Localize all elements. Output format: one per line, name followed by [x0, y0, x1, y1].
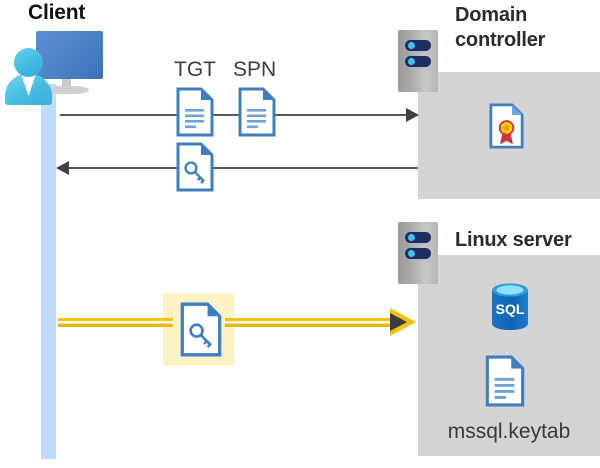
spn-label: SPN	[233, 58, 277, 81]
monitor-base-icon	[47, 86, 89, 94]
rack-led-bottom	[408, 250, 415, 257]
rack-led-top	[408, 42, 415, 49]
client-lifeline	[41, 84, 56, 459]
monitor-stand-icon	[62, 79, 71, 89]
user-head-icon	[14, 48, 43, 77]
document-key-icon	[176, 142, 214, 192]
tgt-label: TGT	[174, 58, 216, 81]
rack-led-top	[408, 234, 415, 241]
rack-led-bottom	[408, 58, 415, 65]
rack-bay-top	[405, 232, 431, 243]
rack-bay-top	[405, 40, 431, 51]
document-icon	[176, 87, 214, 137]
svg-text:SQL: SQL	[496, 301, 525, 317]
flow-response-arrowhead-icon	[56, 161, 69, 175]
document-icon	[485, 355, 525, 407]
rack-bay-bottom	[405, 248, 431, 259]
rack-bay-bottom	[405, 56, 431, 67]
linux-server-title: Linux server	[455, 229, 572, 251]
server-rack-icon	[398, 222, 438, 284]
domain-controller-title: Domain controller	[455, 4, 546, 51]
flow-request-line	[60, 114, 416, 116]
document-certificate-icon	[489, 103, 524, 149]
document-key-icon	[180, 302, 222, 357]
client-title: Client	[28, 1, 86, 24]
flow-keytab-line-left	[58, 318, 173, 327]
flow-request-arrowhead-icon	[406, 108, 419, 122]
flow-keytab-arrowhead-icon	[390, 313, 407, 331]
sql-database-icon: SQL	[489, 281, 531, 332]
flow-keytab-line-right	[225, 318, 401, 327]
flow-response-line	[68, 167, 418, 169]
document-icon	[238, 87, 276, 137]
keytab-file-label: mssql.keytab	[447, 420, 571, 443]
monitor-icon	[36, 31, 103, 79]
server-rack-icon	[398, 30, 438, 92]
